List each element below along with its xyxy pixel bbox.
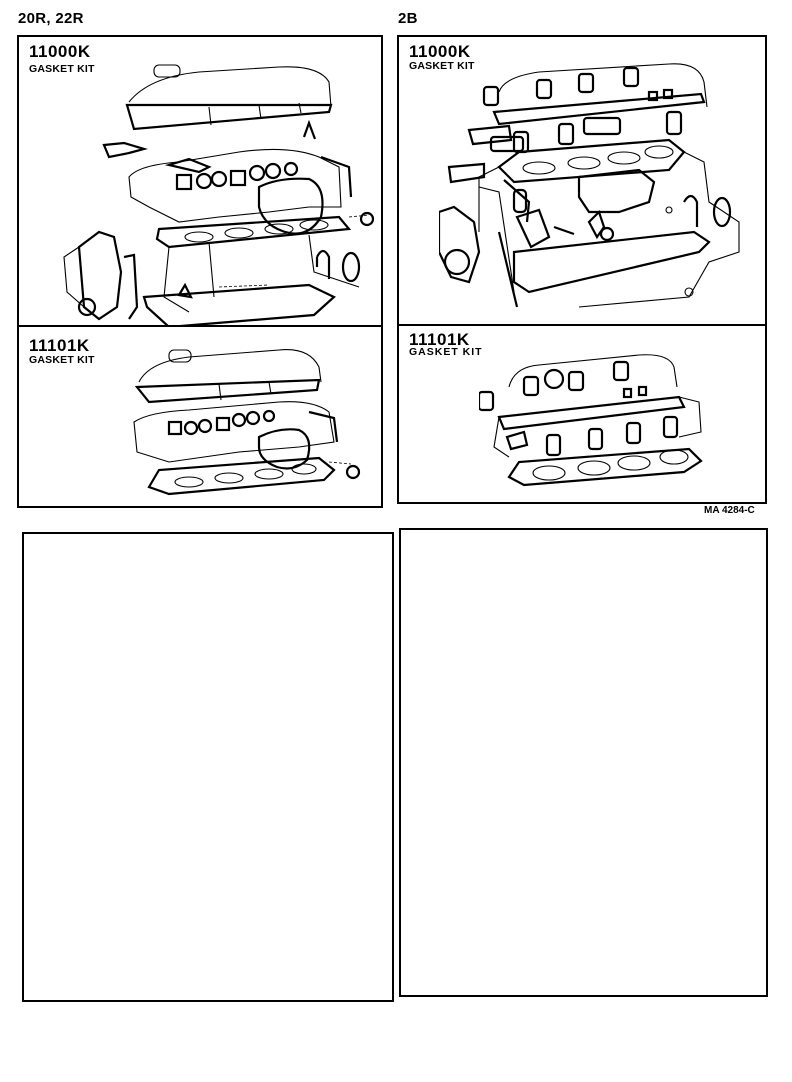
empty-panel-bottom-left (22, 532, 394, 1002)
empty-panel-bottom-right (399, 528, 768, 997)
panel-divider (397, 324, 767, 326)
kit-name: GASKET KIT (29, 63, 95, 75)
kit-name: GASKET KIT (409, 60, 475, 72)
full-engine-gasket-set-icon (59, 57, 379, 327)
part-number-11000k: 11000K (29, 42, 91, 61)
kit-panel-20r-22r: 11000K GASKET KIT (17, 35, 383, 508)
engine-label-2b: 2B (398, 10, 418, 27)
part-number-11000k: 11000K (409, 42, 471, 61)
panel-divider (17, 325, 383, 327)
engine-label-20r-22r: 20R, 22R (18, 10, 84, 27)
part-number-11101k: 11101K (29, 336, 90, 355)
full-engine-gasket-set-icon (439, 52, 764, 317)
head-gasket-set-icon (129, 342, 379, 502)
kit-name: GASKET KIT (409, 346, 483, 358)
kit-name: GASKET KIT (29, 354, 95, 366)
reference-code: MA 4284-C (704, 505, 755, 516)
part-number-11101k: 11101K (409, 330, 470, 349)
kit-panel-2b: 11000K GASKET KIT (397, 35, 767, 504)
head-gasket-set-icon (479, 337, 719, 487)
